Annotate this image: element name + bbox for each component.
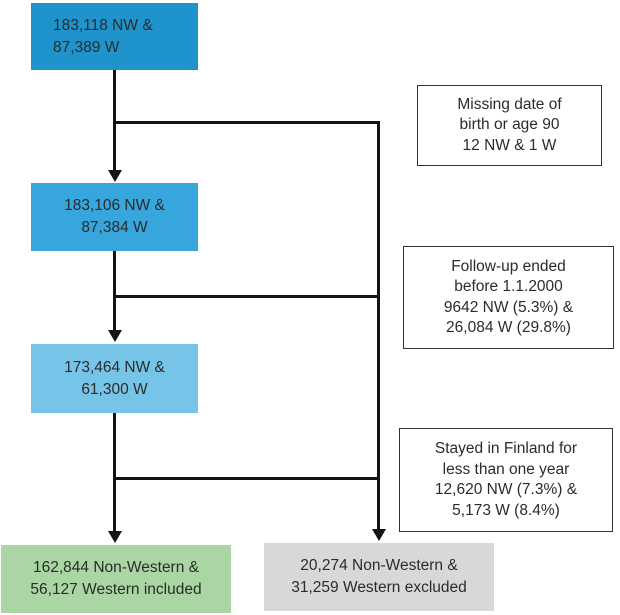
included-count-line: 162,844 Non-Western & — [32, 559, 199, 576]
connector-branch-stayed — [113, 477, 380, 480]
included-box: 162,844 Non-Western & 56,127 Western inc… — [1, 545, 231, 613]
exclusion-note-stayed-less-one-year: Stayed in Finland for less than one year… — [399, 428, 613, 532]
exclusion-note-missing-dob: Missing date of birth or age 90 12 NW & … — [417, 85, 602, 166]
cohort-box-after-followup-exclusion: 173,464 NW & 61,300 W — [31, 344, 198, 413]
cohort-count-line: 183,118 NW & — [53, 16, 153, 34]
included-count-line: 56,127 Western included — [30, 581, 202, 598]
connector-branch-followup — [113, 295, 380, 298]
note-line: Follow-up ended — [451, 257, 566, 275]
cohort-count-line: 87,384 W — [81, 219, 148, 236]
note-line: Stayed in Finland for — [434, 440, 578, 457]
excluded-count-line: 31,259 Western excluded — [291, 579, 467, 596]
excluded-count-line: 20,274 Non-Western & — [300, 557, 458, 574]
note-line: Missing date of — [457, 95, 562, 113]
connector-vertical-excluded — [377, 121, 380, 530]
connector-vertical-stage2-stage3 — [113, 251, 116, 331]
excluded-box: 20,274 Non-Western & 31,259 Western excl… — [264, 543, 494, 611]
note-line: 26,084 W (29.8%) — [446, 319, 571, 336]
down-arrow-icon — [108, 531, 122, 543]
cohort-box-after-dob-exclusion: 183,106 NW & 87,384 W — [31, 183, 198, 251]
cohort-count-line: 173,464 NW & — [64, 358, 165, 376]
connector-vertical-stage3-included — [113, 413, 116, 531]
cohort-count-line: 87,389 W — [53, 38, 120, 56]
exclusion-note-followup-ended: Follow-up ended before 1.1.2000 9642 NW … — [403, 246, 614, 349]
note-line: 9642 NW (5.3%) & — [443, 298, 574, 316]
note-line: birth or age 90 — [459, 116, 560, 134]
note-line: 12,620 NW (7.3%) & — [434, 481, 578, 498]
connector-branch-missing-dob — [113, 121, 380, 124]
down-arrow-icon — [372, 529, 386, 541]
cohort-count-line: 61,300 W — [81, 380, 148, 398]
down-arrow-icon — [108, 170, 122, 182]
cohort-count-line: 183,106 NW & — [64, 197, 165, 214]
note-line: before 1.1.2000 — [454, 278, 563, 295]
note-line: 5,173 W (8.4%) — [452, 501, 560, 519]
note-line: 12 NW & 1 W — [462, 136, 557, 154]
cohort-box-initial: 183,118 NW & 87,389 W — [31, 3, 198, 70]
connector-vertical-stage1-stage2 — [113, 70, 116, 171]
down-arrow-icon — [108, 330, 122, 342]
note-line: less than one year — [442, 460, 570, 478]
